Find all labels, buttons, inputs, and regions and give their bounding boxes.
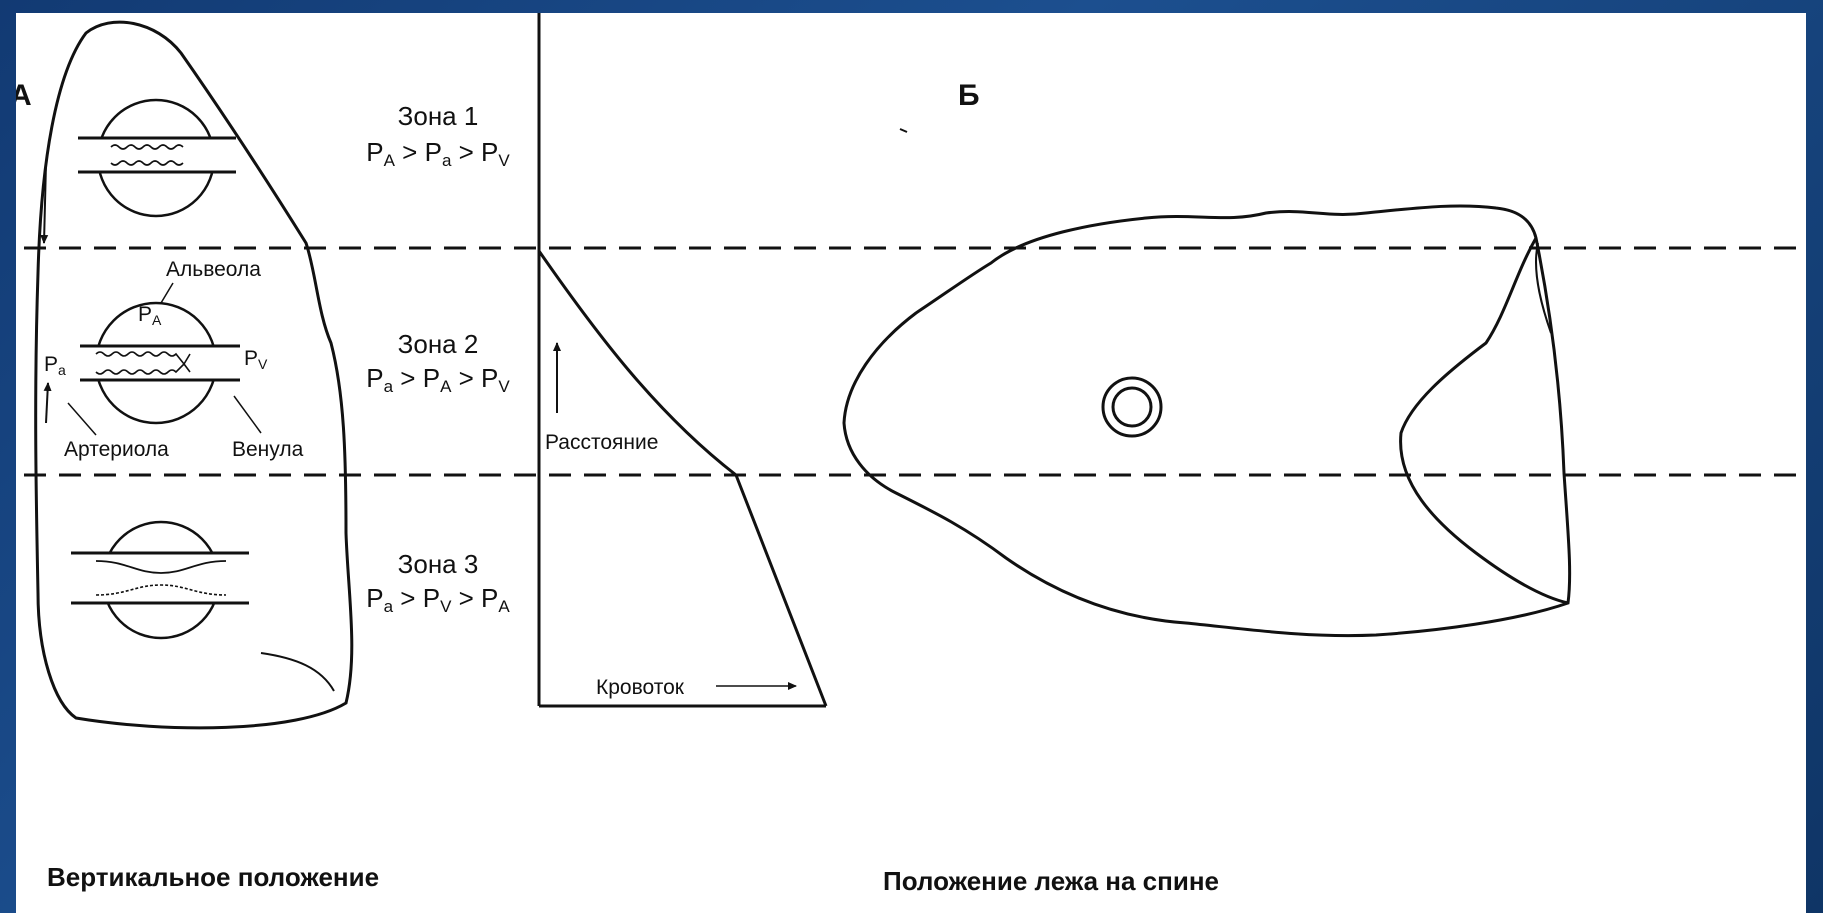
caption-supine: Положение лежа на спине (883, 866, 1219, 896)
distance-label: Расстояние (545, 431, 658, 454)
zone-3-name: Зона 3 (398, 549, 479, 579)
zone-2-formula: Pa > PA > PV (366, 363, 510, 396)
upright-lung-outline (34, 20, 354, 730)
diagram: А Б Зона 1 PA > Pa > PV Зона 2 Pa > PA >… (16, 13, 1806, 896)
alveola-leader (160, 282, 174, 304)
left-edge-arrow-down (40, 162, 49, 244)
p-alveolar-label: PA (138, 303, 162, 328)
caption-upright: Вертикальное положение (47, 862, 379, 892)
panel-label-b: Б (958, 79, 980, 112)
panel-label-a: А (16, 79, 32, 112)
venula-leader (233, 395, 262, 434)
blood-flow-curve (537, 250, 828, 707)
stray-mark (899, 128, 908, 133)
left-edge-arrow-up (43, 382, 52, 424)
arteriola-leader (67, 402, 97, 436)
alveolus-zone-3 (71, 520, 249, 640)
zone-2-name: Зона 2 (398, 329, 479, 359)
supine-lung-outline (842, 204, 1572, 638)
arteriola-label: Артериола (64, 438, 169, 461)
airway-ring-icon (1101, 376, 1163, 438)
blood-flow-graph (537, 13, 828, 708)
blood-flow-label: Кровоток (596, 676, 685, 699)
zone-3-formula: Pa > PV > PA (366, 583, 510, 616)
supine-lung-edge-mark (1534, 242, 1552, 334)
lung-tip-mark (260, 652, 335, 692)
zone-1-name: Зона 1 (398, 101, 479, 131)
alveola-label: Альвеола (166, 258, 261, 281)
p-arterial-label: Pa (44, 353, 66, 378)
alveolus-zone-1 (78, 98, 236, 218)
alveolus-zone-2 (80, 301, 240, 425)
p-venous-label: PV (244, 347, 268, 372)
venula-label: Венула (232, 438, 304, 461)
slide-canvas: А Б Зона 1 PA > Pa > PV Зона 2 Pa > PA >… (16, 13, 1806, 913)
zone-1-formula: PA > Pa > PV (366, 137, 510, 170)
supine-lung-fold (1399, 237, 1569, 605)
